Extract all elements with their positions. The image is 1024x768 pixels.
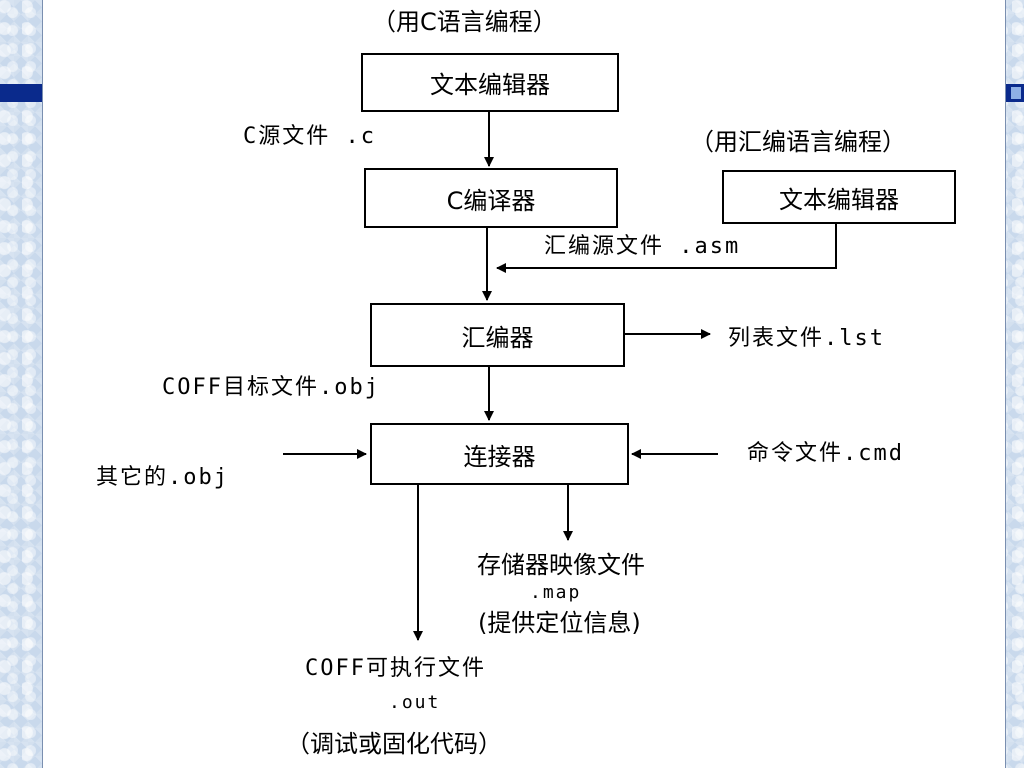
linker-box: 连接器: [370, 423, 629, 485]
memory-map-file-label: 存储器映像文件: [477, 551, 645, 579]
text-editor-c-box: 文本编辑器: [361, 53, 619, 112]
assembler-box: 汇编器: [370, 303, 625, 367]
command-file-label: 命令文件.cmd: [747, 441, 904, 466]
memory-map-ext-label: .map: [530, 582, 582, 603]
asm-source-label: 汇编源文件 .asm: [544, 234, 741, 259]
left-accent-bar: [0, 84, 42, 102]
text-editor-asm-box: 文本编辑器: [722, 170, 956, 224]
c-compiler-box: C编译器: [364, 168, 618, 228]
other-obj-label: 其它的.obj: [96, 465, 229, 490]
coff-object-label: COFF目标文件.obj: [162, 375, 380, 400]
slide-canvas: [42, 0, 1006, 768]
c-source-label: C源文件 .c: [243, 124, 376, 149]
arrow-asm-editor-to-assembler: [496, 224, 837, 273]
c-language-note: （用C语言编程）: [372, 8, 557, 36]
coff-exec-ext-label: .out: [389, 692, 441, 713]
memory-map-note: (提供定位信息): [478, 609, 641, 637]
listing-file-label: 列表文件.lst: [728, 326, 885, 351]
right-accent-bar: [1006, 84, 1024, 102]
coff-exec-label: COFF可执行文件: [305, 656, 486, 681]
coff-exec-note: （调试或固化代码）: [286, 730, 502, 758]
asm-language-note: （用汇编语言编程）: [690, 128, 906, 156]
